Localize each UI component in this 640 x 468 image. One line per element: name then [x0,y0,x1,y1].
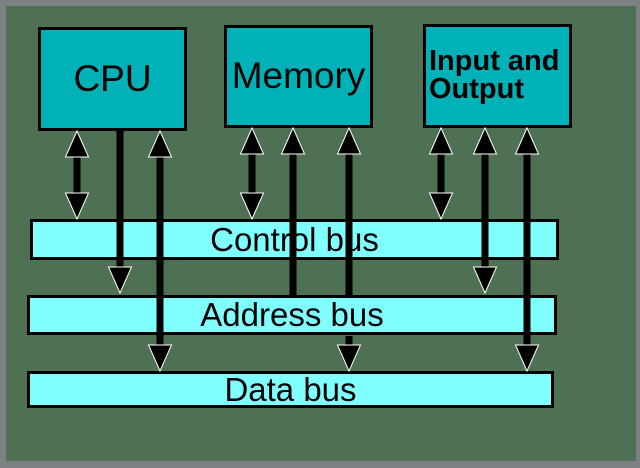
input-output-box: Input and Output [423,24,572,128]
memory-label: Memory [231,55,366,97]
data-bus-label: Data bus [224,370,357,408]
arrow-cpu-to-control-bus [64,129,90,221]
arrow-memory-to-address-bus [280,126,306,295]
memory-box: Memory [224,25,373,128]
arrow-cpu-to-address-bus [107,131,133,295]
control-bus-bar: Control bus [30,219,559,260]
data-bus-bar: Data bus [27,371,554,408]
cpu-box: CPU [38,27,187,131]
address-bus-bar: Address bus [27,295,557,335]
control-bus-label: Control bus [210,220,379,258]
arrow-io-to-control-bus [428,126,454,221]
cpu-label: CPU [73,57,152,99]
address-bus-label: Address bus [200,296,384,333]
arrow-memory-to-control-bus [239,126,265,221]
input-output-label: Input and Output [429,45,560,105]
arrow-io-to-address-bus [472,126,498,295]
